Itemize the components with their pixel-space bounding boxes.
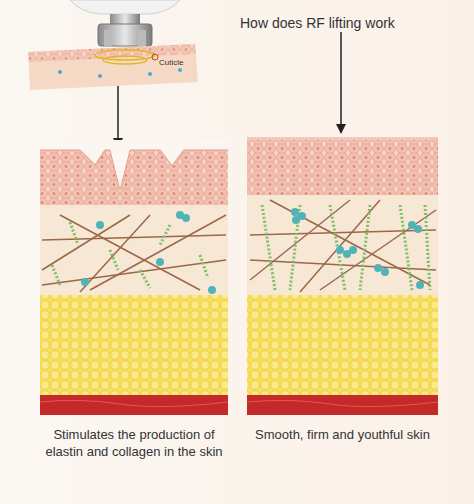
panel-caption: Stimulates the production of elastin and… (34, 427, 234, 461)
part-label: Cuticle (158, 58, 184, 68)
panel-caption: Smooth, firm and youthful skin (255, 427, 430, 444)
diagram-title: How does RF lifting work (240, 14, 440, 32)
